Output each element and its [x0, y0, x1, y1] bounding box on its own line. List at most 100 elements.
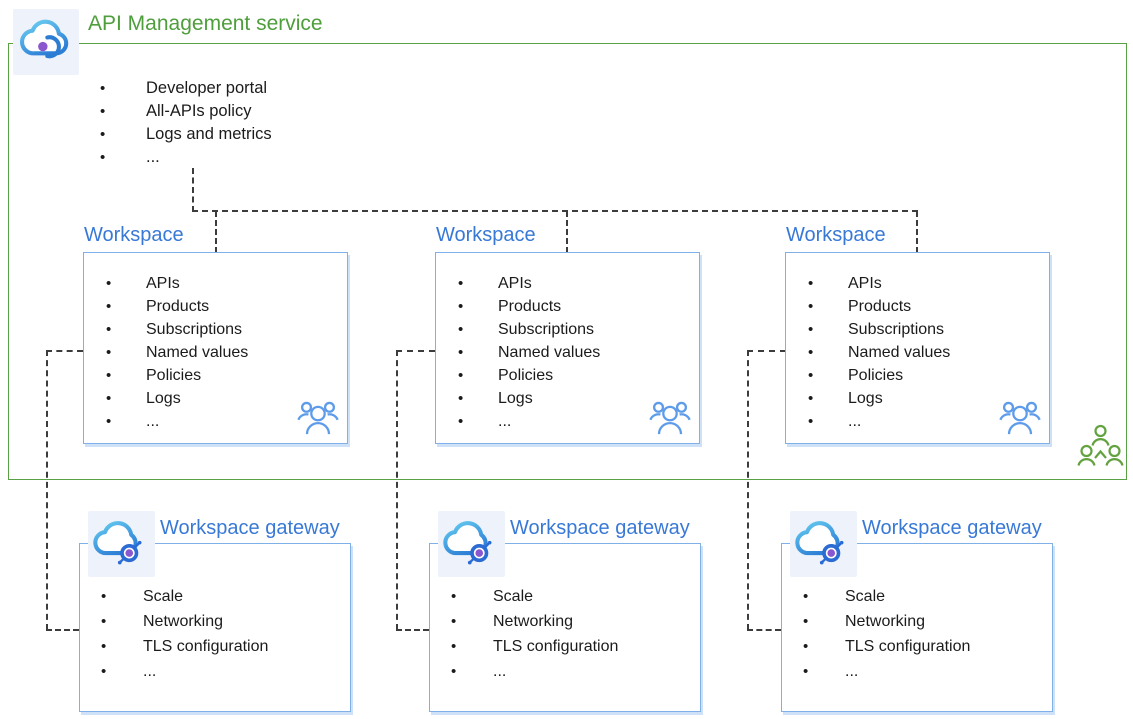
workspace-gateway-icon [438, 511, 505, 577]
list-item-label: ... [143, 663, 157, 680]
connector-ws2-down [396, 350, 398, 630]
connector-ws1-down [46, 350, 48, 630]
gateway-3-list: Scale Networking TLS configuration ... [803, 584, 970, 684]
service-feature-list: Developer portal All-APIs policy Logs an… [100, 77, 272, 169]
workspace-2-box: APIs Products Subscriptions Named values… [435, 252, 700, 444]
list-item: ... [803, 659, 970, 684]
list-item: Subscriptions [808, 318, 950, 341]
list-item-label: Policies [146, 367, 202, 384]
people-icon [999, 401, 1041, 435]
list-item: Scale [803, 584, 970, 609]
list-item-label: Logs [498, 390, 533, 407]
list-item: APIs [106, 272, 248, 295]
list-item-label: All-APIs policy [146, 102, 252, 120]
connector-ws1-into-gateway [46, 629, 79, 631]
workspace-gateway-cloud-icon [794, 521, 843, 565]
list-item: Policies [808, 364, 950, 387]
list-item: TLS configuration [803, 634, 970, 659]
list-item: Logs [808, 387, 950, 410]
list-item: Networking [803, 609, 970, 634]
list-item-label: Policies [498, 367, 554, 384]
list-item: Scale [101, 584, 268, 609]
list-item: All-APIs policy [100, 100, 272, 123]
list-item: Named values [106, 341, 248, 364]
workspace-gateway-icon [790, 511, 857, 577]
list-item: Networking [101, 609, 268, 634]
connector-service-bus [192, 210, 918, 212]
list-item-label: APIs [146, 275, 180, 292]
people-icon [649, 401, 691, 435]
api-management-service-box [8, 43, 1127, 480]
connector-ws2-out [396, 350, 435, 352]
list-item: Policies [106, 364, 248, 387]
list-item-label: Subscriptions [498, 321, 595, 338]
list-item-label: Developer portal [146, 79, 268, 97]
workspace-1-box: APIs Products Subscriptions Named values… [83, 252, 348, 444]
list-item: Logs and metrics [100, 123, 272, 146]
workspace-gateway-cloud-icon [442, 521, 491, 565]
list-item-label: Networking [143, 613, 224, 630]
list-item-label: Logs [848, 390, 883, 407]
gateway-1-box: Scale Networking TLS configuration ... [79, 543, 351, 712]
list-item: Products [106, 295, 248, 318]
list-item-label: ... [498, 413, 512, 430]
connector-drop-workspace-2 [566, 211, 568, 253]
list-item-label: APIs [498, 275, 532, 292]
list-item-label: ... [845, 663, 859, 680]
list-item-label: TLS configuration [493, 638, 619, 655]
list-item: ... [458, 410, 600, 433]
workspace-1-label: Workspace [84, 224, 184, 246]
api-management-cloud-icon [20, 19, 69, 59]
list-item-label: Logs [146, 390, 181, 407]
list-item-label: Networking [493, 613, 574, 630]
workspace-gateway-icon [88, 511, 155, 577]
list-item: ... [100, 146, 272, 169]
people-icon [297, 401, 339, 435]
list-item: Subscriptions [458, 318, 600, 341]
gateway-1-label: Workspace gateway [160, 517, 340, 539]
workspace-2-label: Workspace [436, 224, 536, 246]
list-item-label: Products [848, 298, 912, 315]
service-title: API Management service [88, 12, 323, 35]
list-item: Products [808, 295, 950, 318]
list-item: ... [451, 659, 618, 684]
list-item: TLS configuration [101, 634, 268, 659]
connector-service-stem [192, 168, 194, 212]
list-item-label: ... [493, 663, 507, 680]
connector-drop-workspace-1 [215, 211, 217, 253]
list-item: Subscriptions [106, 318, 248, 341]
api-management-icon [13, 9, 79, 75]
list-item-label: TLS configuration [845, 638, 971, 655]
list-item: ... [101, 659, 268, 684]
gateway-3-label: Workspace gateway [862, 517, 1042, 539]
connector-ws2-into-gateway [396, 629, 429, 631]
list-item-label: Products [146, 298, 210, 315]
connector-ws3-down [747, 350, 749, 630]
list-item: TLS configuration [451, 634, 618, 659]
list-item-label: Products [498, 298, 562, 315]
workspace-3-label: Workspace [786, 224, 886, 246]
list-item-label: Networking [845, 613, 926, 630]
list-item-label: Named values [146, 344, 249, 361]
list-item: Networking [451, 609, 618, 634]
list-item-label: Policies [848, 367, 904, 384]
list-item-label: TLS configuration [143, 638, 269, 655]
list-item-label: Subscriptions [848, 321, 945, 338]
list-item: Logs [458, 387, 600, 410]
gateway-1-list: Scale Networking TLS configuration ... [101, 584, 268, 684]
list-item-label: Subscriptions [146, 321, 243, 338]
workspace-2-list: APIs Products Subscriptions Named values… [458, 272, 600, 433]
list-item-label: Scale [143, 588, 184, 605]
list-item-label: Named values [498, 344, 601, 361]
workspace-3-list: APIs Products Subscriptions Named values… [808, 272, 950, 433]
list-item: APIs [808, 272, 950, 295]
workspace-1-list: APIs Products Subscriptions Named values… [106, 272, 248, 433]
list-item: Named values [808, 341, 950, 364]
list-item-label: Scale [493, 588, 534, 605]
list-item: Scale [451, 584, 618, 609]
list-item: Policies [458, 364, 600, 387]
list-item-label: Named values [848, 344, 951, 361]
connector-ws3-into-gateway [747, 629, 781, 631]
users-group-green-icon [1077, 424, 1124, 466]
